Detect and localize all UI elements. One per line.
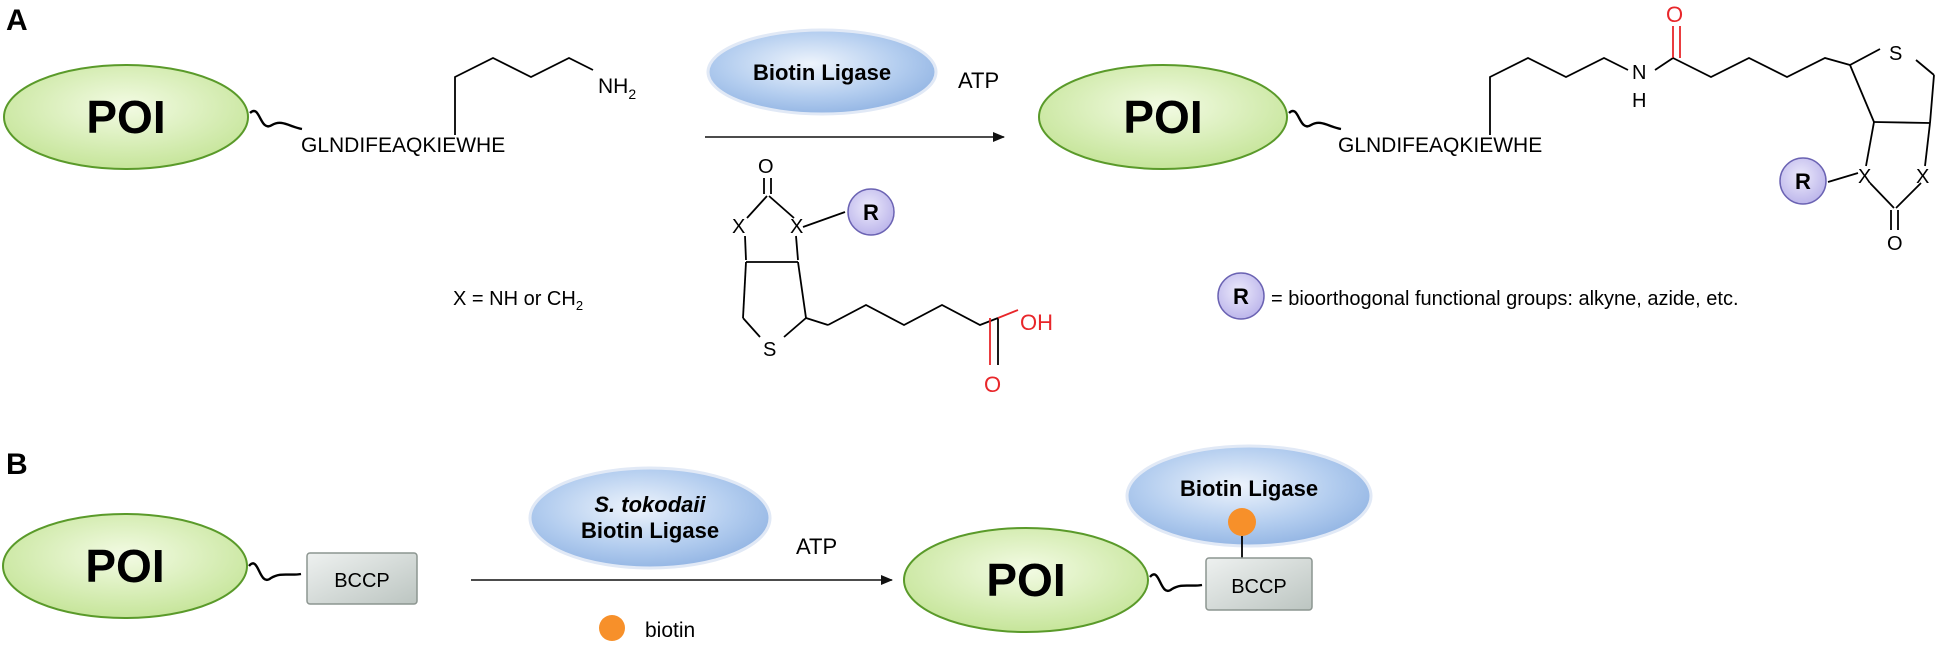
product-ring-sulfur: S [1889, 43, 1902, 65]
bound-biotin-dot [1228, 508, 1256, 536]
svg-text:R: R [863, 200, 879, 225]
linker [249, 109, 303, 131]
poi-label: POI [1123, 91, 1202, 143]
amide-nitrogen: N [1632, 62, 1646, 84]
poi-protein-b: POI [2, 513, 248, 619]
bccp-tag-product: BCCP [1205, 557, 1313, 611]
r-definition: = bioorthogonal functional groups: alkyn… [1271, 288, 1739, 310]
atp-label: ATP [958, 68, 999, 93]
svg-text:R: R [1233, 284, 1249, 309]
bound-biotin-ligase: Biotin Ligase [1125, 444, 1373, 548]
r-group-reactant: R [847, 188, 895, 236]
amine-group: NH2 [598, 75, 636, 102]
amide-oxygen: O [1666, 2, 1683, 27]
ring-x-right: X [790, 216, 803, 238]
poi-protein-a: POI [3, 64, 249, 170]
ring-x-left: X [732, 216, 745, 238]
r-group-legend: R [1217, 272, 1265, 320]
ring-oxygen: O [758, 156, 774, 178]
enzyme-label: Biotin Ligase [753, 60, 891, 85]
s-tokodaii-biotin-ligase: S. tokodaii Biotin Ligase [528, 466, 772, 570]
panel-b-label: B [6, 448, 28, 481]
biotin-label: biotin [645, 619, 695, 642]
panel-a-label: A [6, 4, 28, 37]
ring-sulfur: S [763, 339, 776, 361]
linker [1288, 109, 1342, 131]
lysine-side-chain [454, 56, 594, 135]
product-ring-oxygen: O [1887, 233, 1903, 255]
linker [248, 562, 302, 582]
biotin-analog-structure [742, 178, 1019, 365]
carboxyl-oh: OH [1020, 310, 1053, 335]
linker [1149, 573, 1203, 593]
enzyme-name: Biotin Ligase [581, 518, 719, 543]
bccp-tag: BCCP [306, 552, 418, 605]
svg-text:R: R [1795, 169, 1811, 194]
biotin-ligase-enzyme: Biotin Ligase [706, 28, 938, 116]
svg-text:BCCP: BCCP [1231, 576, 1287, 598]
enzyme-species: S. tokodaii [594, 492, 706, 517]
r-group-product: R [1779, 157, 1827, 205]
atp-label: ATP [796, 534, 837, 559]
peptide-sequence: GLNDIFEAQKIEWHE [301, 134, 505, 157]
carboxyl-oxygen: O [984, 372, 1001, 397]
poi-label: POI [986, 554, 1065, 606]
biotinylated-lysine-structure [1489, 26, 1935, 230]
poi-label: POI [86, 91, 165, 143]
product-ring-x-right: X [1916, 166, 1929, 188]
x-definition: X = NH or CH2 [453, 288, 583, 313]
product-peptide-sequence: GLNDIFEAQKIEWHE [1338, 134, 1542, 157]
bound-enzyme-label: Biotin Ligase [1180, 476, 1318, 501]
product-ring-x-left: X [1858, 166, 1871, 188]
poi-label: POI [85, 540, 164, 592]
amide-hydrogen: H [1632, 90, 1646, 112]
poi-protein-product-b: POI [903, 527, 1149, 633]
poi-protein-product-a: POI [1038, 64, 1288, 170]
biotin-dot [599, 615, 625, 641]
svg-text:BCCP: BCCP [334, 570, 390, 592]
